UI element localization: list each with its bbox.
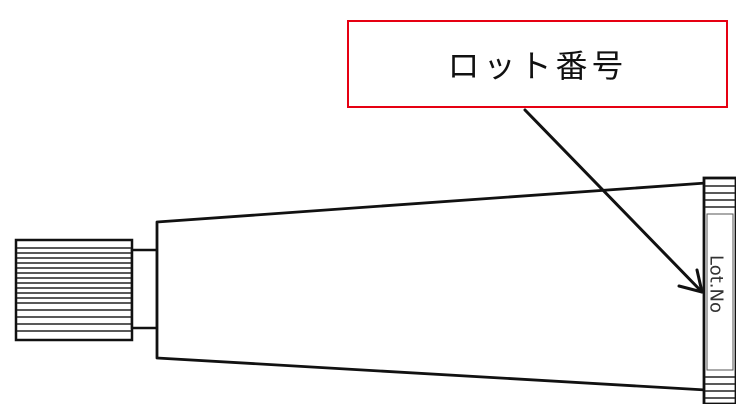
lot-number-text: Lot.No (705, 255, 727, 313)
tube-crimp-end (702, 176, 736, 404)
tube-neck (130, 248, 159, 330)
callout-arrow (523, 108, 704, 294)
tube-cap (14, 238, 134, 342)
lot-number-callout: ロット番号 (347, 20, 728, 108)
tube-body (155, 181, 708, 392)
lot-stamp-area (706, 213, 734, 371)
cap-ridges (17, 247, 131, 332)
callout-label: ロット番号 (447, 47, 628, 85)
